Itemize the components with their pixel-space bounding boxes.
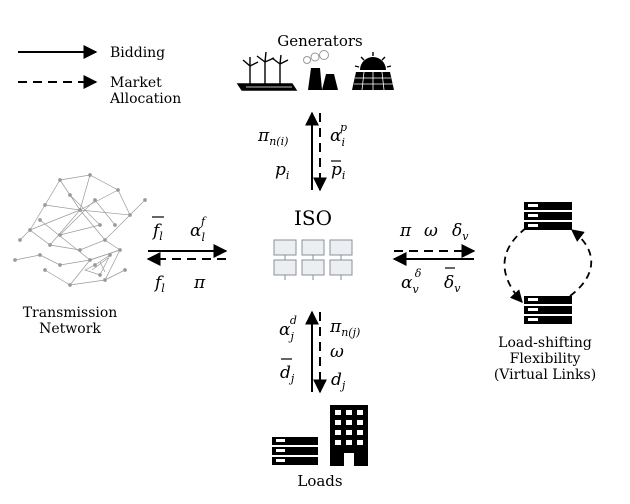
flex-deltabar-symbol: δv <box>444 267 461 295</box>
flex-delta-symbol: δv <box>452 221 469 243</box>
transmission-label-2: Network <box>39 321 101 337</box>
power-plant-icon <box>303 50 338 90</box>
generators-node: Generators <box>236 32 394 91</box>
iso-label: ISO <box>294 206 332 230</box>
legend-bidding-label: Bidding <box>110 45 165 61</box>
legend-allocation-label-1: Market <box>110 75 162 91</box>
office-building-icon <box>330 405 368 466</box>
virtual-link-right-arrow <box>569 229 593 297</box>
transmission-label-1: Transmission <box>23 305 118 321</box>
flexibility-node: Load-shifting Flexibility (Virtual Links… <box>494 202 596 383</box>
loads-label: Loads <box>297 472 342 490</box>
generators-label: Generators <box>277 32 362 50</box>
server-rack-bottom-icon <box>524 296 572 324</box>
load-dbar-symbol: dj <box>280 358 295 385</box>
server-rack-icon <box>272 437 318 465</box>
flexibility-label-1: Load-shifting <box>498 335 592 351</box>
iso-grid-icon <box>273 239 353 280</box>
solar-panel-icon <box>352 52 394 91</box>
network-fbar-symbol: fl <box>151 216 164 243</box>
load-demand-symbol: dj <box>331 370 346 392</box>
network-price-symbol: π <box>193 273 206 293</box>
iso-node: ISO <box>273 206 353 280</box>
server-rack-top-icon <box>524 202 572 230</box>
svg-text:δv: δv <box>444 273 461 295</box>
loads-node: Loads <box>272 405 368 490</box>
flexibility-label-2: Flexibility <box>510 351 581 367</box>
svg-text:fl: fl <box>151 221 163 243</box>
gen-power-symbol: pi <box>275 160 289 182</box>
svg-text:pi: pi <box>331 160 345 182</box>
network-flow-symbol: fl <box>153 273 165 295</box>
gen-price-symbol: πn(i) <box>257 126 288 148</box>
load-price-symbol: πn(j) <box>329 317 360 339</box>
network-alpha-symbol: αlf <box>190 215 207 244</box>
flexibility-label-3: (Virtual Links) <box>494 367 596 383</box>
flex-price-symbol: π <box>399 221 412 241</box>
virtual-link-left-arrow <box>503 227 527 303</box>
flex-omega-symbol: ω <box>424 221 438 241</box>
load-alpha-symbol: αjd <box>279 314 297 343</box>
transmission-network-icon <box>13 173 147 287</box>
wind-turbine-icon <box>236 51 298 91</box>
gen-pbar-symbol: pi <box>331 160 345 182</box>
gen-alpha-symbol: αip <box>330 121 347 149</box>
flex-alpha-symbol: αvδ <box>401 267 422 296</box>
legend: Bidding Market Allocation <box>18 45 181 107</box>
svg-text:dj: dj <box>280 363 295 385</box>
load-omega-symbol: ω <box>330 342 344 362</box>
legend-allocation-label-2: Allocation <box>109 91 181 107</box>
